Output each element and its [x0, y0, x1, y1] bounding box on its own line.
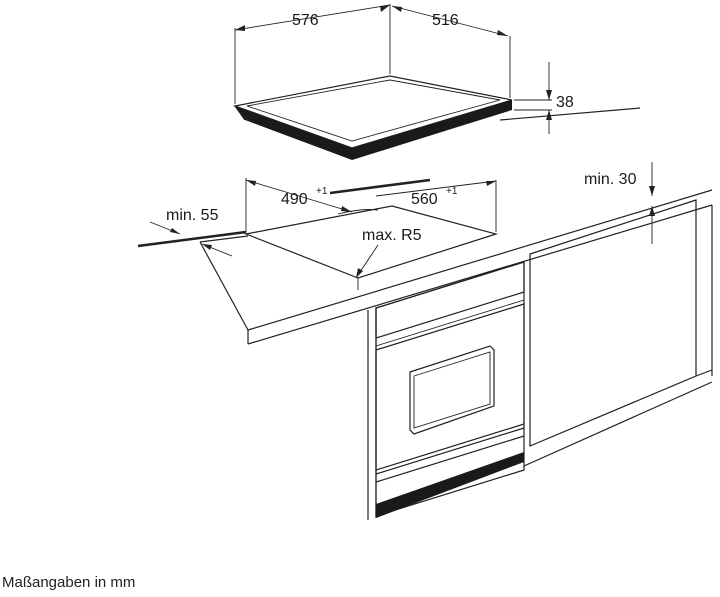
- side-cabinet: [523, 199, 713, 467]
- front-distance-label: min. 55: [166, 207, 219, 224]
- cutout-depth-label: 490: [281, 191, 308, 208]
- front-distance-dimension: min. 55: [149, 207, 233, 257]
- hob-height-label: 38: [556, 94, 574, 111]
- cutout: [243, 178, 499, 290]
- wall-distance-dimension: min. 30: [584, 162, 655, 244]
- hob-width-dimension: 576: [234, 4, 391, 104]
- cutout-width-dimension: 560 +1: [375, 180, 497, 208]
- hob: [232, 75, 513, 160]
- corner-radius-label: max. R5: [362, 227, 422, 244]
- corner-radius-annotation: max. R5: [355, 227, 422, 279]
- oven-cabinet: [367, 261, 525, 520]
- hob-depth-label: 516: [432, 12, 459, 29]
- worktop: [137, 178, 713, 345]
- hob-height-dimension: 38: [514, 62, 574, 134]
- cutout-width-tolerance: +1: [446, 186, 458, 197]
- hob-depth-dimension: 516: [391, 5, 511, 98]
- cutout-depth-tolerance: +1: [316, 186, 328, 197]
- cutout-width-label: 560: [411, 191, 438, 208]
- cutout-depth-dimension: 490 +1: [245, 179, 353, 213]
- units-caption: Maßangaben in mm: [2, 574, 136, 591]
- wall-distance-label: min. 30: [584, 171, 637, 188]
- hob-width-label: 576: [292, 12, 319, 29]
